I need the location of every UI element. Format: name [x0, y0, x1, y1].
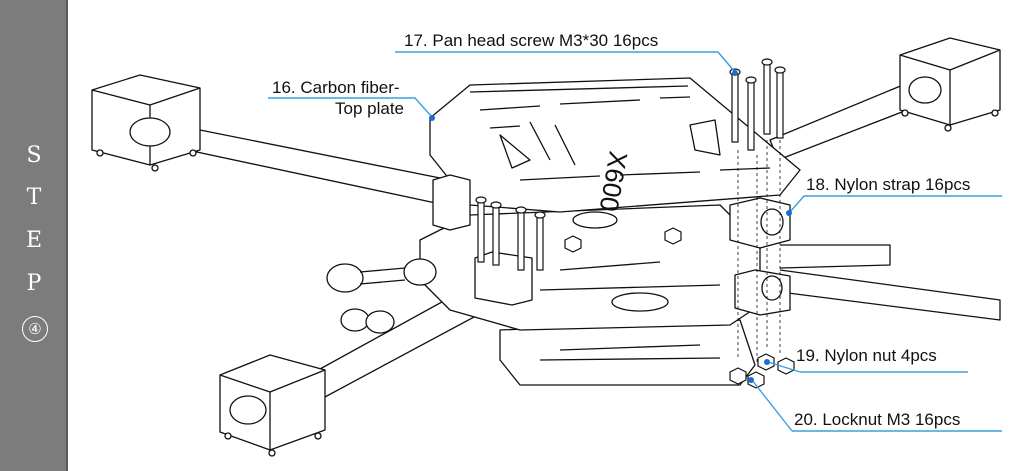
- step-number-badge: ④: [22, 316, 48, 342]
- callout-pan-head-screw: 17. Pan head screw M3*30 16pcs: [404, 31, 659, 50]
- motor-mount-back-left: [91, 74, 201, 172]
- nylon-strap-block: [729, 197, 791, 316]
- callout-carbon-fiber-top-plate-line1: 16. Carbon fiber-: [272, 78, 400, 97]
- step-letter-e: E: [25, 228, 43, 253]
- step-letter-t: T: [26, 185, 42, 210]
- assembly-guide-lines: [737, 140, 781, 365]
- sidebar-divider: [66, 0, 68, 471]
- callout-nylon-nut: 19. Nylon nut 4pcs: [796, 346, 937, 365]
- motor-mount-back-right: [899, 37, 1001, 132]
- locknuts: [564, 235, 765, 389]
- callout-nylon-strap: 18. Nylon strap 16pcs: [806, 175, 971, 194]
- callout-carbon-fiber-top-plate-line2: Top plate: [335, 99, 404, 118]
- arm-tube-back-right: [769, 79, 921, 161]
- step-sidebar: S T E P ④: [0, 0, 68, 471]
- arm-tube-front-right: [779, 269, 1001, 321]
- leader-lines: [268, 51, 1002, 432]
- pan-head-screws: [475, 58, 786, 271]
- bottom-plate: [499, 319, 756, 386]
- damper-assembly: [326, 258, 437, 334]
- step-letter-p: P: [26, 271, 42, 296]
- cross-tube-right: [779, 244, 891, 269]
- step-letter-s: S: [26, 143, 42, 168]
- callout-locknut: 20. Locknut M3 16pcs: [794, 410, 961, 429]
- carbon-top-plate: [429, 77, 801, 229]
- leader-dots: [429, 70, 792, 383]
- motor-mount-front-left: [219, 354, 326, 457]
- nylon-nuts: [664, 227, 795, 375]
